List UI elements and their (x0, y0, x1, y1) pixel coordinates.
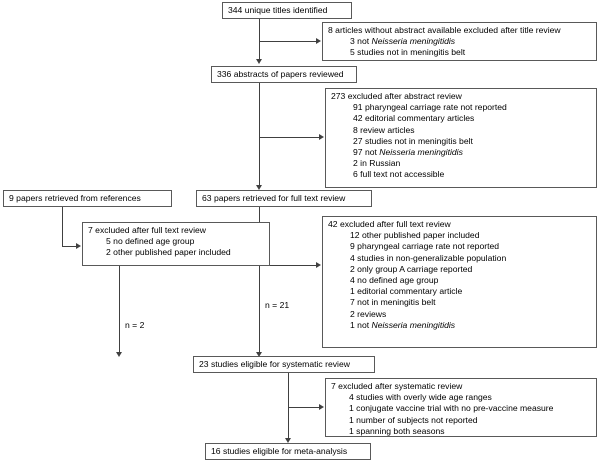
node-excluded-abstract-item-1: 42 editorial commentary articles (331, 113, 591, 124)
node-excluded-full-text-left: 7 excluded after full text review 5 no d… (82, 222, 270, 266)
italic-species-name: Neisseria meningitidis (379, 147, 463, 158)
item-prefix: 12 other published paper included (350, 230, 480, 241)
item-prefix: 1 conjugate vaccine trial with no pre-va… (349, 403, 554, 414)
item-prefix: 42 editorial commentary articles (353, 113, 475, 124)
node-excluded-after-systematic-review: 7 excluded after systematic review 4 stu… (325, 378, 597, 437)
node-eligible-systematic-review: 23 studies eligible for systematic revie… (193, 356, 375, 373)
node-papers-from-references: 9 papers retrieved from references (3, 190, 172, 207)
node-excluded-fulltext-right-item-5: 1 editorial commentary article (328, 286, 591, 297)
connector-to-title-exclusions (259, 41, 317, 42)
item-prefix: 4 studies with overly wide age ranges (349, 392, 492, 403)
node-excluded-abstract-item-4: 97 not Neisseria meningitidis (331, 147, 591, 158)
node-excluded-fulltext-left-item-0: 5 no defined age group (88, 236, 264, 247)
node-excluded-systematic-item-2: 1 number of subjects not reported (331, 415, 591, 426)
item-prefix: 4 studies in non-generalizable populatio… (350, 252, 507, 263)
arrowhead-title-exclusions (316, 37, 321, 44)
item-prefix: 1 editorial commentary article (350, 286, 463, 297)
item-prefix: 9 pharyngeal carriage rate not reported (350, 241, 500, 252)
arrowhead-abstract-exclusions (319, 133, 324, 140)
node-excluded-fulltext-left-heading: 7 excluded after full text review (88, 225, 206, 235)
node-excluded-systematic-heading: 7 excluded after systematic review (331, 381, 463, 391)
arrowhead-fulltext-exclusions (316, 261, 321, 268)
node-abstracts-reviewed-text: 336 abstracts of papers reviewed (217, 69, 344, 79)
item-prefix: 7 not in meningitis belt (350, 297, 436, 308)
item-prefix: 5 no defined age group (106, 236, 195, 247)
node-excluded-systematic-item-0: 4 studies with overly wide age ranges (331, 392, 591, 403)
item-prefix: 1 number of subjects not reported (349, 414, 478, 425)
item-prefix: 1 not (350, 319, 372, 330)
node-excluded-abstract-item-5: 2 in Russian (331, 158, 591, 169)
node-excluded-title-item-0: 3 not Neisseria meningitidis (328, 36, 591, 47)
arrowhead-n2-to-systematic (116, 352, 122, 357)
node-excluded-fulltext-right-item-8: 1 not Neisseria meningitidis (328, 320, 591, 331)
node-excluded-abstract-heading: 273 excluded after abstract review (331, 91, 462, 101)
node-excluded-fulltext-right-item-6: 7 not in meningitis belt (328, 297, 591, 308)
connector-abstracts-to-fulltext (259, 82, 260, 188)
connector-references-to-exclusions (62, 246, 77, 247)
arrowhead-systematic-exclusions (319, 403, 324, 410)
arrowhead-abstracts-to-fulltext (256, 185, 262, 190)
connector-to-fulltext-exclusions (259, 265, 317, 266)
connector-to-systematic-exclusions (288, 407, 320, 408)
italic-species-name: Neisseria meningitidis (371, 36, 456, 47)
node-papers-full-text-review: 63 papers retrieved for full text review (196, 190, 372, 207)
node-excluded-title-item-1: 5 studies not in meningitis belt (328, 47, 591, 58)
item-prefix: 2 reviews (350, 308, 387, 319)
arrowhead-systematic-to-meta (285, 438, 291, 443)
item-prefix: 91 pharyngeal carriage rate not reported (353, 102, 507, 113)
node-excluded-fulltext-left-item-1: 2 other published paper included (88, 247, 264, 258)
node-excluded-fulltext-right-item-1: 9 pharyngeal carriage rate not reported (328, 241, 591, 252)
edge-label-n2: n = 2 (125, 320, 145, 330)
node-excluded-fulltext-right-item-4: 4 no defined age group (328, 275, 591, 286)
arrowhead-n21-to-systematic (256, 352, 262, 357)
arrowhead-references-exclusions (76, 242, 81, 249)
node-excluded-after-title-review: 8 articles without abstract available ex… (322, 22, 597, 61)
node-excluded-abstract-item-6: 6 full text not accessible (331, 169, 591, 180)
node-eligible-meta-text: 16 studies eligible for meta-analysis (211, 446, 348, 456)
node-excluded-after-abstract-review: 273 excluded after abstract review 91 ph… (325, 88, 597, 188)
node-eligible-meta-analysis: 16 studies eligible for meta-analysis (205, 443, 371, 460)
item-prefix: 8 review articles (353, 124, 415, 135)
node-eligible-systematic-text: 23 studies eligible for systematic revie… (199, 359, 350, 369)
node-excluded-systematic-item-3: 1 spanning both seasons (331, 426, 591, 437)
node-abstracts-reviewed: 336 abstracts of papers reviewed (211, 66, 357, 83)
node-excluded-abstract-item-0: 91 pharyngeal carriage rate not reported (331, 102, 591, 113)
node-titles-identified-text: 344 unique titles identified (228, 5, 328, 15)
arrowhead-titles-to-abstracts (256, 59, 262, 64)
node-excluded-fulltext-right-item-7: 2 reviews (328, 309, 591, 320)
connector-n2-to-systematic (119, 266, 120, 355)
item-prefix: 27 studies not in meningitis belt (353, 135, 473, 146)
node-excluded-fulltext-right-item-2: 4 studies in non-generalizable populatio… (328, 253, 591, 264)
edge-label-n21: n = 21 (265, 300, 290, 310)
node-papers-references-text: 9 papers retrieved from references (9, 193, 141, 203)
node-titles-identified: 344 unique titles identified (222, 2, 352, 19)
item-prefix: 5 studies not in meningitis belt (350, 47, 466, 58)
node-excluded-abstract-item-3: 27 studies not in meningitis belt (331, 136, 591, 147)
node-excluded-full-text-right: 42 excluded after full text review 12 ot… (322, 216, 597, 348)
node-excluded-abstract-item-2: 8 review articles (331, 125, 591, 136)
item-prefix: 1 spanning both seasons (349, 425, 445, 436)
item-prefix: 2 in Russian (353, 158, 401, 169)
node-excluded-title-heading: 8 articles without abstract available ex… (328, 25, 561, 35)
connector-references-down (62, 207, 63, 247)
connector-titles-to-abstracts (259, 18, 260, 62)
node-excluded-fulltext-right-item-0: 12 other published paper included (328, 230, 591, 241)
item-prefix: 4 no defined age group (350, 275, 439, 286)
node-excluded-fulltext-right-heading: 42 excluded after full text review (328, 219, 451, 229)
item-prefix: 3 not (350, 36, 372, 47)
item-prefix: 97 not (353, 147, 380, 158)
node-excluded-fulltext-right-item-3: 2 only group A carriage reported (328, 264, 591, 275)
connector-to-abstract-exclusions (259, 137, 320, 138)
item-prefix: 2 only group A carriage reported (350, 263, 473, 274)
item-prefix: 2 other published paper included (106, 247, 231, 258)
item-prefix: 6 full text not accessible (353, 169, 445, 180)
node-excluded-systematic-item-1: 1 conjugate vaccine trial with no pre-va… (331, 403, 591, 414)
node-papers-fulltext-text: 63 papers retrieved for full text review (202, 193, 346, 203)
connector-n21-to-systematic (259, 207, 260, 355)
italic-species-name: Neisseria meningitidis (371, 319, 456, 330)
